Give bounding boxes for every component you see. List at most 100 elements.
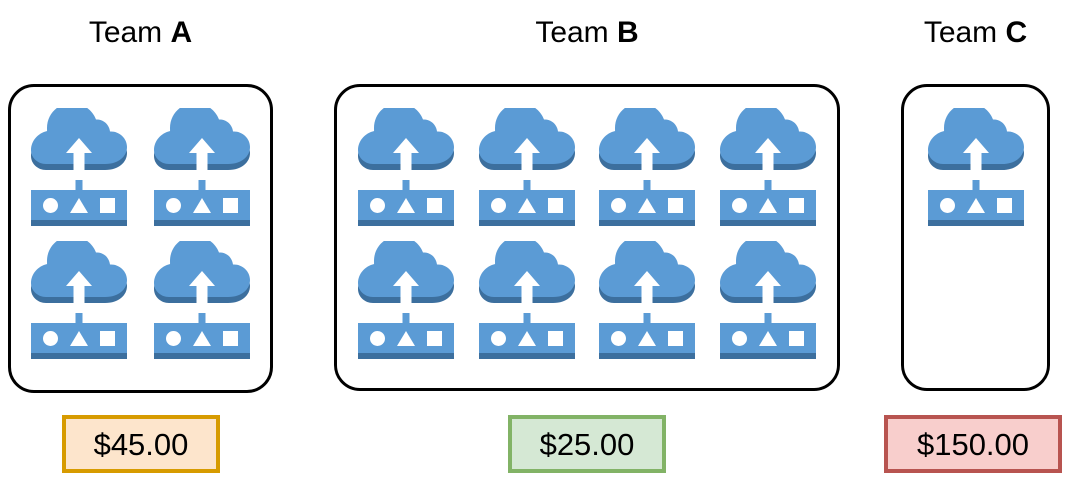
server-box-shadow <box>478 353 575 359</box>
cloud-server-icon <box>25 104 133 226</box>
instance-cell <box>346 237 467 370</box>
cloud-server-icon <box>148 104 256 226</box>
cloud-server-icon <box>473 237 581 359</box>
server-box-shadow <box>153 220 250 226</box>
server-box-shadow <box>478 220 575 226</box>
instance-cell <box>346 104 467 237</box>
connector-line <box>764 299 772 327</box>
cloud-server-icon <box>714 237 822 359</box>
circle-glyph-icon <box>370 330 386 346</box>
instance-cell <box>141 237 264 370</box>
up-arrow-icon <box>188 138 215 180</box>
triangle-glyph-icon <box>966 197 985 213</box>
square-glyph-icon <box>547 330 563 346</box>
server-glyph-row <box>31 190 127 220</box>
instance-grid-a <box>18 104 263 374</box>
circle-glyph-icon <box>490 330 506 346</box>
team-title-letter: A <box>170 16 193 49</box>
circle-glyph-icon <box>611 330 627 346</box>
triangle-glyph-icon <box>192 330 211 346</box>
connector-line <box>75 166 83 194</box>
connector-line <box>643 299 651 327</box>
instance-cell <box>18 104 141 237</box>
square-glyph-icon <box>788 330 804 346</box>
team-title-word: Team <box>923 16 998 49</box>
square-glyph-icon <box>222 330 238 346</box>
triangle-glyph-icon <box>638 330 657 346</box>
connector-line <box>402 299 410 327</box>
cloud-server-icon <box>352 104 460 226</box>
server-box-shadow <box>599 353 696 359</box>
connector-line <box>764 166 772 194</box>
connector-line <box>972 166 979 194</box>
up-arrow-icon <box>66 138 93 180</box>
server-glyph-row <box>720 323 816 353</box>
triangle-glyph-icon <box>638 197 657 213</box>
square-glyph-icon <box>222 197 238 213</box>
server-glyph-row <box>154 323 250 353</box>
instance-cell <box>141 104 264 237</box>
triangle-glyph-icon <box>397 330 416 346</box>
server-glyph-row <box>358 323 454 353</box>
triangle-glyph-icon <box>70 197 89 213</box>
server-box-shadow <box>719 353 816 359</box>
price-value: $150.00 <box>916 426 1030 462</box>
instance-cell <box>708 237 829 370</box>
up-arrow-icon <box>754 271 781 313</box>
circle-glyph-icon <box>370 197 386 213</box>
server-glyph-row <box>720 190 816 220</box>
triangle-glyph-icon <box>192 197 211 213</box>
server-box-shadow <box>153 353 250 359</box>
cloud-server-icon <box>148 237 256 359</box>
circle-glyph-icon <box>43 330 59 346</box>
team-title-b: Team B <box>334 18 840 48</box>
price-value: $25.00 <box>539 426 635 462</box>
circle-glyph-icon <box>43 197 59 213</box>
instance-cell <box>587 237 708 370</box>
server-glyph-row <box>154 190 250 220</box>
server-glyph-row <box>479 190 575 220</box>
circle-glyph-icon <box>165 197 181 213</box>
square-glyph-icon <box>547 197 563 213</box>
connector-line <box>402 166 410 194</box>
price-chip-c: $150.00 <box>884 415 1062 473</box>
server-box-shadow <box>358 220 455 226</box>
circle-glyph-icon <box>611 197 627 213</box>
server-glyph-row <box>31 323 127 353</box>
team-title-letter: C <box>1005 16 1028 49</box>
up-arrow-icon <box>513 138 540 180</box>
square-glyph-icon <box>668 330 684 346</box>
team-title-word: Team <box>535 16 609 49</box>
square-glyph-icon <box>668 197 684 213</box>
server-glyph-row <box>928 190 1024 220</box>
instance-cell <box>911 104 1040 237</box>
instance-cell <box>18 237 141 370</box>
server-box-shadow <box>31 353 128 359</box>
instance-cell <box>587 104 708 237</box>
cloud-server-icon <box>593 237 701 359</box>
server-box-shadow <box>31 220 128 226</box>
square-glyph-icon <box>427 197 443 213</box>
team-title-letter: B <box>617 16 639 49</box>
square-glyph-icon <box>427 330 443 346</box>
team-title-word: Team <box>88 16 163 49</box>
server-box-shadow <box>927 220 1024 226</box>
triangle-glyph-icon <box>397 197 416 213</box>
instance-cell <box>467 104 588 237</box>
price-chip-a: $45.00 <box>62 415 220 473</box>
square-glyph-icon <box>100 197 116 213</box>
instance-grid-b <box>346 104 828 372</box>
circle-glyph-icon <box>731 197 747 213</box>
connector-line <box>523 299 531 327</box>
up-arrow-icon <box>634 138 661 180</box>
up-arrow-icon <box>513 271 540 313</box>
triangle-glyph-icon <box>517 197 536 213</box>
circle-glyph-icon <box>165 330 181 346</box>
server-glyph-row <box>599 323 695 353</box>
up-arrow-icon <box>393 271 420 313</box>
connector-line <box>75 299 83 327</box>
up-arrow-icon <box>754 138 781 180</box>
